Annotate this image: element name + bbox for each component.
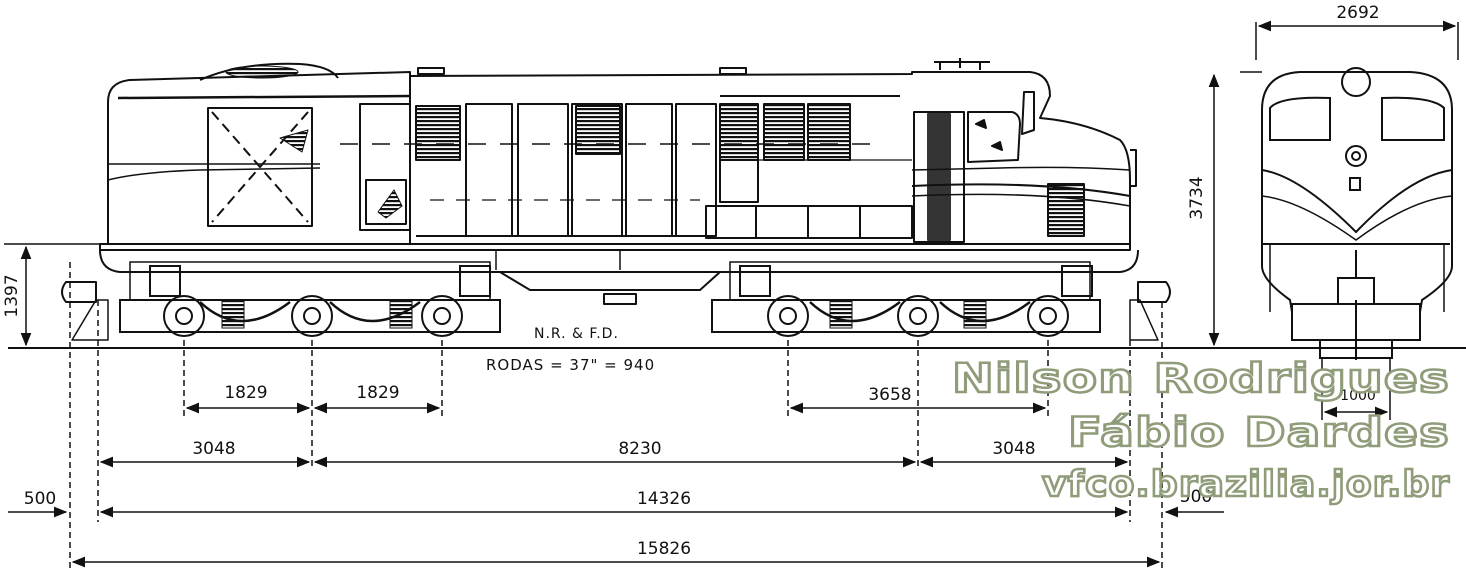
- dim-bogie-centers: 8230: [618, 439, 661, 459]
- wheel: [421, 295, 463, 337]
- side-view: [8, 58, 1200, 349]
- bogie-right: [711, 261, 1101, 337]
- cab-door: [913, 111, 965, 243]
- dim-overhang-left: 500: [24, 489, 56, 509]
- wheel: [767, 295, 809, 337]
- dim-axle-1829-b: 1829: [356, 383, 399, 403]
- louvre-grille-5: [807, 103, 851, 161]
- front-body-outline: [1261, 71, 1453, 250]
- louvre-grille-2: [575, 105, 621, 155]
- louvre-grille-4: [763, 103, 805, 161]
- watermark-url: vfco.brazilia.jor.br: [1042, 464, 1450, 505]
- dim-bogie-3048-left: 3048: [192, 439, 235, 459]
- dimension-lines: [4, 20, 1459, 572]
- frame: [99, 243, 1131, 251]
- front-grille: [1047, 183, 1085, 237]
- front-view: [1192, 67, 1466, 360]
- dim-front-height: 3734: [1187, 176, 1207, 219]
- wheel: [291, 295, 333, 337]
- wheel: [897, 295, 939, 337]
- wheel-spec: RODAS = 37" = 940: [486, 356, 655, 374]
- railway-marking: N.R. & F.D.: [534, 326, 619, 342]
- dim-axle-1829-a: 1829: [224, 383, 267, 403]
- watermark-author-2: Fábio Dardes: [1068, 410, 1450, 456]
- dim-bogie-3048-right: 3048: [992, 439, 1035, 459]
- bogie-left: [119, 261, 501, 337]
- dimension-labels: 1397 1829 1829 3658 3048 8230 3048 500 1…: [2, 3, 1380, 559]
- wheel: [1027, 295, 1069, 337]
- drawing-markings: N.R. & F.D. RODAS = 37" = 940: [486, 326, 655, 374]
- dim-height-side: 1397: [2, 274, 22, 317]
- dim-front-gauge: 1000: [1340, 388, 1376, 404]
- dim-body-length: 14326: [637, 489, 691, 509]
- watermark: Nilson Rodrigues Fábio Dardes vfco.brazi…: [951, 355, 1451, 507]
- dim-bogie-3658: 3658: [868, 385, 911, 405]
- watermark-author-1: Nilson Rodrigues: [952, 356, 1450, 402]
- hood-outline: [107, 71, 1131, 244]
- louvre-grille-1: [415, 105, 461, 161]
- dim-front-width: 2692: [1336, 3, 1379, 23]
- dim-overall-length: 15826: [637, 539, 691, 559]
- louvre-grille-3: [719, 103, 759, 161]
- door-panel-large: [207, 107, 313, 227]
- dim-overhang-right: 500: [1180, 487, 1212, 507]
- wheel: [163, 295, 205, 337]
